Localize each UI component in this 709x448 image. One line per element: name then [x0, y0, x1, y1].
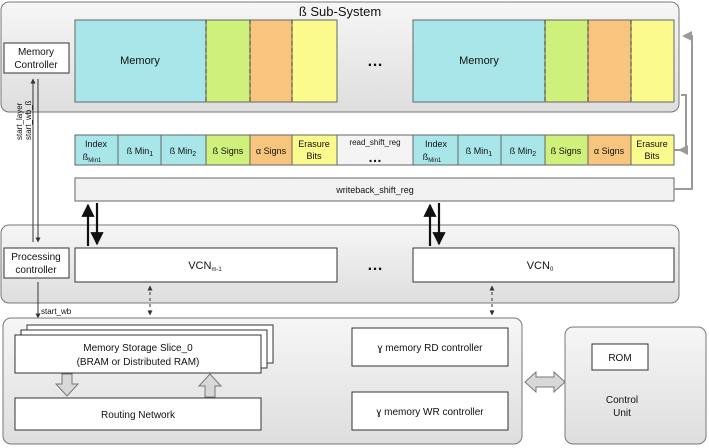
reg-erasure-line1-right: Erasure [636, 139, 668, 149]
beta-subsystem-title: ß Sub-System [299, 4, 381, 19]
reg-index-line2-left: ßMin1 [83, 152, 102, 164]
control-unit-line1: Control [606, 395, 638, 406]
processing-controller-line1: Processing [11, 252, 60, 263]
feedback-arrows [674, 31, 693, 190]
vcn-data-arrows [81, 203, 446, 246]
reg-beta-signs-right: ß Signs [551, 146, 582, 156]
routing-network: Routing Network [14, 397, 262, 431]
memory-controller-line2: Controller [14, 60, 58, 71]
gamma-rd-controller-label: ɣ memory RD controller [377, 343, 483, 354]
beta-subsystem: ß Sub-System Memory Controller Memory … [0, 1, 680, 113]
reg-erasure-line2-right: Bits [644, 151, 660, 161]
reg-index-line1-right: Index [425, 139, 448, 149]
storage-slice-line1: Memory Storage Slice_0 [83, 343, 193, 354]
reg-bmin1-right: ß Min1 [466, 146, 493, 158]
vcn-m-1-label: VCNm-1 [188, 260, 222, 273]
memory-block-right: Memory [412, 19, 675, 103]
memory-ellipsis: … [367, 53, 383, 70]
reg-beta-signs-left: ß Signs [213, 146, 244, 156]
rom-box: ROM [591, 343, 649, 371]
reg-index-line2-right: ßMin1 [423, 152, 442, 164]
gamma-wr-controller: ɣ memory WR controller [351, 391, 509, 431]
writeback-shift-reg-label: writeback_shift_reg [335, 185, 414, 195]
vcn-m-1: VCNm-1 [74, 247, 338, 283]
start-wb-beta-label: start_wb_ß [24, 100, 33, 140]
rom-label: ROM [608, 353, 631, 364]
gamma-wr-controller-label: ɣ memory WR controller [376, 407, 484, 418]
vcn-0: VCN0 [412, 247, 675, 283]
gamma-rd-controller: ɣ memory RD controller [351, 327, 509, 367]
memory-label-left: Memory [120, 55, 160, 67]
start-wb-label: start_wb [41, 307, 72, 316]
reg-erasure-line1-left: Erasure [298, 139, 330, 149]
processing-controller-line2: controller [15, 265, 57, 276]
storage-slice-line2: (BRAM or Distributed RAM) [77, 357, 200, 368]
reg-erasure-line2-left: Bits [306, 151, 322, 161]
reg-ellipsis: … [368, 149, 382, 165]
processing-controller-box: Processing controller [3, 247, 70, 279]
gamma-subsystem: Memory Storage Slice_0 (BRAM or Distribu… [2, 317, 523, 445]
read-shift-reg-label: read_shift_reg [349, 138, 400, 147]
writeback-shift-reg: writeback_shift_reg [74, 177, 675, 202]
control-signal-lines [30, 78, 41, 319]
reg-alpha-signs-right: α Signs [594, 146, 625, 156]
reg-bmin2-right: ß Min2 [510, 146, 537, 158]
routing-network-label: Routing Network [101, 410, 176, 421]
memory-label-right: Memory [459, 55, 499, 67]
reg-index-line1-left: Index [85, 139, 108, 149]
vcn-gamma-dashed-arrows [147, 285, 495, 316]
read-shift-reg: Index ßMin1 ß Min1 ß Min2 ß Signs α Sign… [74, 134, 675, 166]
down-block-arrow [54, 373, 80, 397]
reg-alpha-signs-left: α Signs [256, 146, 287, 156]
up-block-arrow [197, 373, 223, 398]
processing-subsystem: Processing controller VCNm-1 … VCN0 [0, 224, 680, 304]
reg-bmin2-left: ß Min2 [170, 146, 197, 158]
memory-controller-line1: Memory [18, 47, 54, 58]
control-unit: ROM Control Unit [564, 326, 707, 445]
control-unit-line2: Unit [613, 408, 631, 419]
start-layer-label: start_layer [15, 102, 24, 140]
reg-bmin1-left: ß Min1 [127, 146, 154, 158]
vcn-0-label: VCN0 [527, 260, 554, 273]
memory-block-left: Memory [74, 19, 338, 103]
gamma-control-double-arrow [524, 370, 566, 394]
memory-storage-slice: Memory Storage Slice_0 (BRAM or Distribu… [14, 334, 262, 374]
memory-controller-box: Memory Controller [3, 42, 70, 74]
vcn-ellipsis: … [367, 257, 383, 274]
